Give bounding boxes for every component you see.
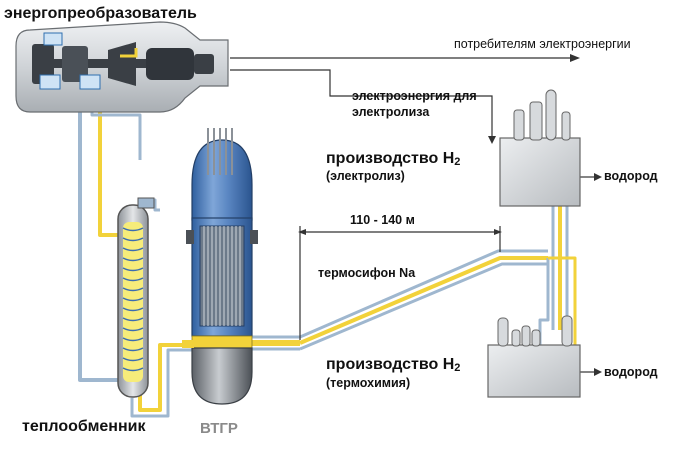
electrolysis-box (499, 137, 581, 207)
thermochem-stack-3 (521, 325, 531, 347)
arrow-consumers (570, 54, 580, 62)
reactor-top-rods (207, 128, 233, 175)
label-hydrogen-top: водород (604, 169, 658, 183)
reactor-core-inner (199, 225, 245, 327)
reactor-rods (203, 226, 241, 326)
label-electrolysis-method: (электролиз) (326, 169, 405, 183)
converter-compressor (62, 46, 88, 82)
electrolysis-stack-1 (513, 109, 525, 141)
converter-hx-left (39, 74, 61, 90)
thermochem-stack-2 (511, 329, 521, 347)
label-thermochem-method: (термохимия) (326, 376, 411, 390)
line-to-electrolysis (230, 69, 493, 136)
heat-exchanger (117, 197, 155, 398)
label-prod-thermochem: производство H2 (326, 356, 461, 374)
label-reactor: ВТГР (200, 420, 238, 437)
thermosiphon-diagonal-blue-2 (299, 262, 548, 351)
h2-thermochem-plant (487, 315, 581, 398)
energy-converter (15, 21, 229, 113)
converter-turbine-cone (108, 42, 136, 86)
thermochem-stack-1 (497, 317, 509, 347)
reactor-flange-left (186, 230, 194, 244)
label-heat-exchanger: теплообменник (22, 418, 146, 435)
converter-turbine-left (32, 44, 54, 84)
electrolysis-stack-3 (545, 89, 557, 141)
label-converter: энергопреобразователь (4, 5, 197, 22)
label-thermosiphon: термосифон Na (318, 266, 416, 280)
hx-top-valve (137, 197, 155, 209)
electrolysis-stack-2 (529, 101, 543, 141)
thermosiphon-diagonal-blue (299, 249, 548, 339)
reactor-upper-dome (191, 139, 253, 221)
electric-lines (230, 54, 602, 376)
label-electrolysis-power-1: электроэнергия для (352, 89, 477, 103)
reactor-flange-right (250, 230, 258, 244)
converter-generator (146, 48, 194, 80)
distance-arrow-left (298, 229, 306, 235)
label-distance: 110 - 140 м (350, 213, 415, 227)
converter-generator-end (194, 54, 214, 74)
label-electrolysis-power-2: электролиза (352, 105, 430, 119)
reactor-yellow-band (191, 335, 253, 349)
electrolysis-stack-4 (561, 111, 571, 141)
hx-core (123, 222, 143, 382)
hx-coil (122, 227, 144, 372)
pipe-hx-reactor-blue (130, 348, 195, 418)
arrow-hydrogen-top (594, 173, 602, 181)
thermosiphon-diagonal-yellow (299, 256, 548, 345)
pipe-hx-reactor-yellow (138, 343, 195, 412)
h2-electrolysis-plant (499, 89, 581, 207)
distance-arrow-right (494, 229, 502, 235)
thermochem-stack-4 (531, 329, 541, 347)
reactor-vtgr (182, 128, 258, 405)
arrow-hydrogen-bottom (594, 368, 602, 376)
label-hydrogen-bottom: водород (604, 365, 658, 379)
reactor-bottom-head (191, 347, 253, 405)
reactor-outlet (182, 340, 194, 348)
thermochem-box (487, 344, 581, 398)
pipe-vertical-tail (538, 258, 550, 345)
converter-box-top (43, 32, 63, 46)
pipe-vertical-tail-y (548, 256, 577, 345)
converter-yellow-internal (120, 48, 138, 58)
converter-hx-right (79, 74, 101, 90)
arrow-electrolysis (488, 136, 496, 144)
thermochem-stack-5 (561, 315, 573, 347)
label-prod-electrolysis: производство H2 (326, 150, 461, 168)
label-consumers: потребителям электроэнергии (454, 37, 631, 51)
